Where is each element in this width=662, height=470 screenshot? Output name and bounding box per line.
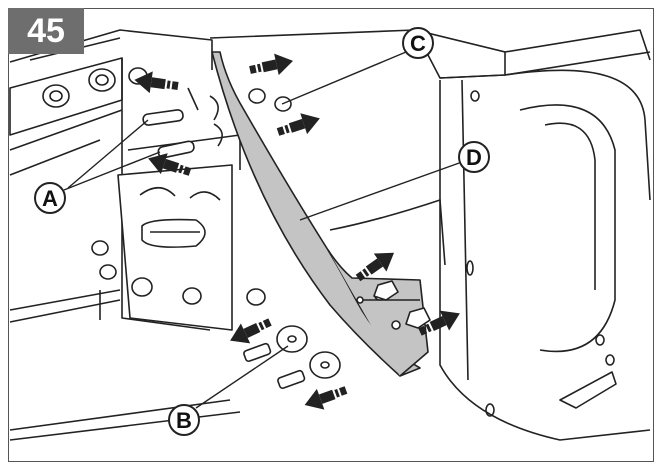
svg-text:C: C <box>410 31 426 56</box>
step-number-badge: 45 <box>8 8 84 54</box>
callout-d: D <box>458 141 490 173</box>
panel-d <box>211 51 446 377</box>
callout-a: A <box>34 182 66 214</box>
callout-b: B <box>168 404 200 436</box>
svg-text:A: A <box>42 186 58 211</box>
svg-text:B: B <box>176 408 192 433</box>
arrow-down-left-bolt <box>300 379 350 416</box>
callout-c: C <box>402 27 434 59</box>
hinge-pins <box>142 87 223 159</box>
washers-and-bolts <box>243 325 341 390</box>
panel-d-nuts <box>248 88 431 329</box>
main-housing <box>209 29 651 441</box>
leader-lines <box>63 51 463 409</box>
arrow-right-middle <box>274 107 324 143</box>
svg-text:D: D <box>466 145 482 170</box>
center-bracket <box>91 134 266 331</box>
frame-bolt-heads <box>42 67 148 108</box>
arrow-right-upper <box>247 50 296 81</box>
